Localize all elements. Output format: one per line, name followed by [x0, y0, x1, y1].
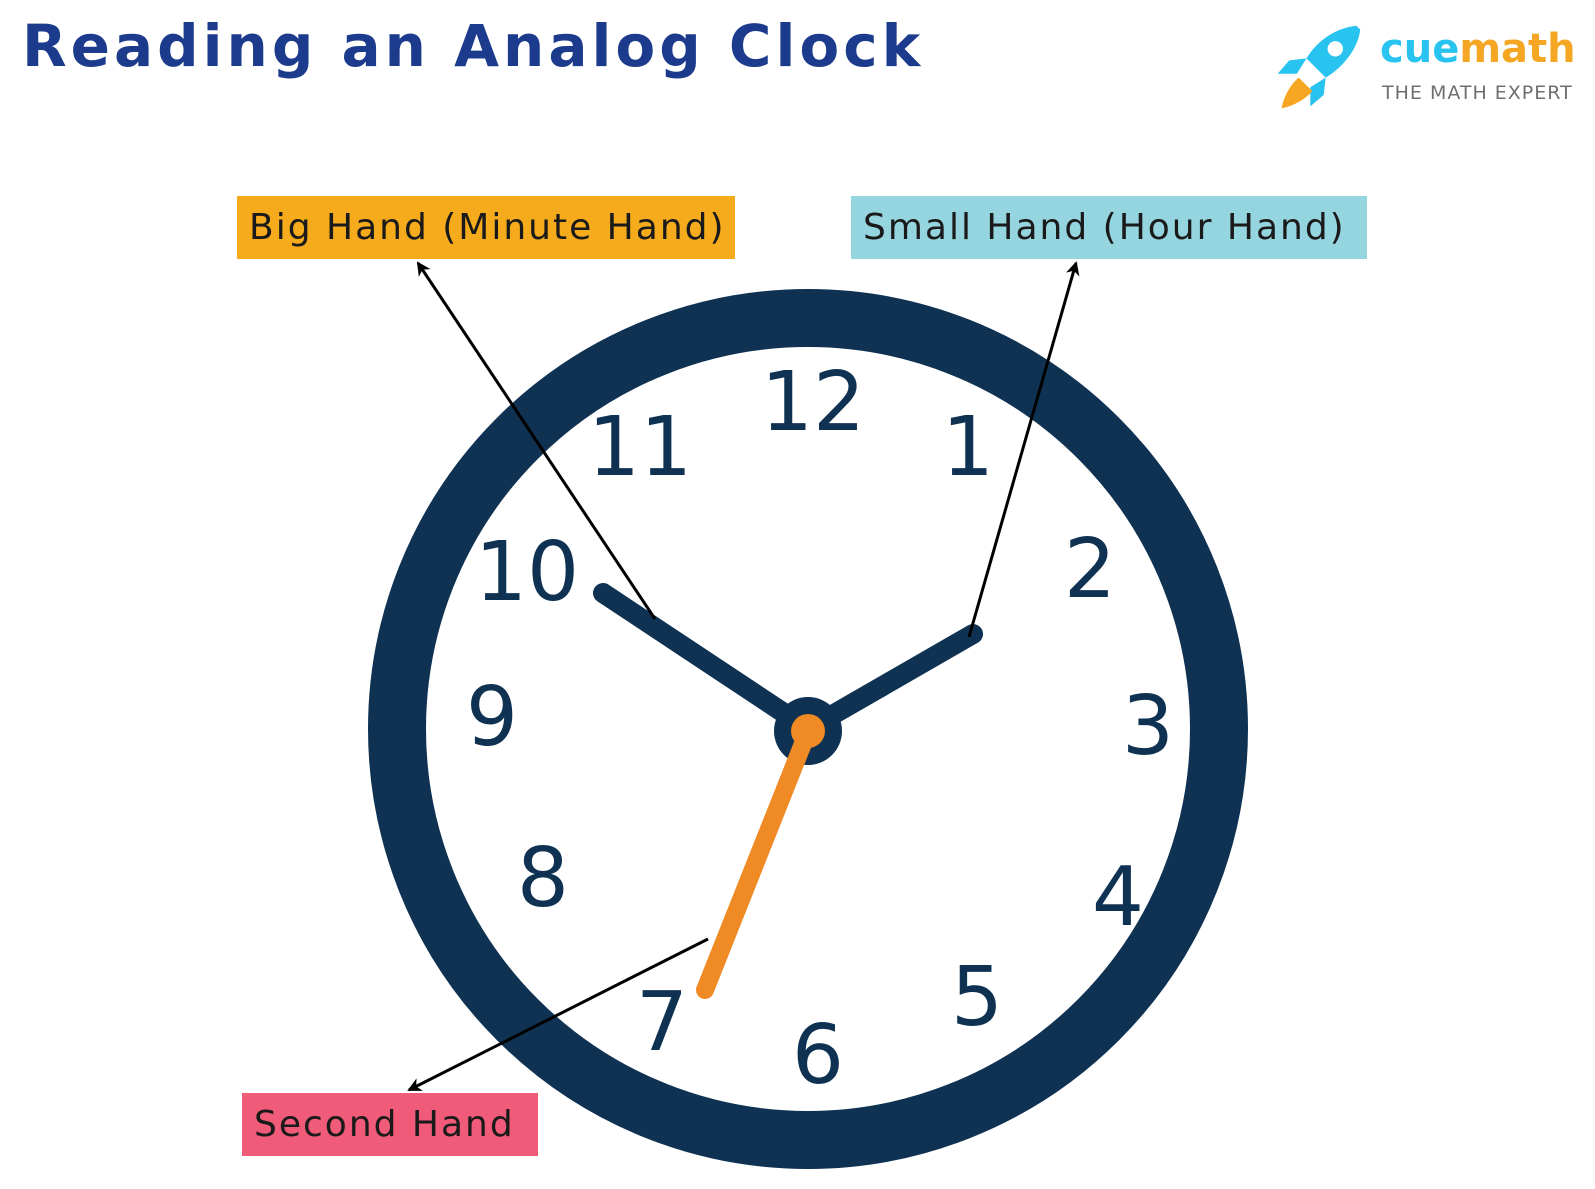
numeral-9: 9: [466, 670, 518, 765]
numeral-6: 6: [792, 1008, 844, 1103]
second-hand-pointer-arrow: [407, 937, 709, 1092]
numeral-3: 3: [1122, 679, 1174, 774]
numeral-4: 4: [1092, 850, 1144, 945]
second-hand-pivot: [791, 714, 825, 748]
logo-word-primary: cue: [1380, 26, 1460, 72]
second-hand: [696, 722, 817, 999]
numeral-11: 11: [588, 400, 692, 495]
rocket-icon: [1277, 25, 1361, 109]
logo-tagline: THE MATH EXPERT: [1382, 82, 1573, 104]
cuemath-logo: cuemath THE MATH EXPERT: [1270, 18, 1580, 118]
numeral-10: 10: [475, 525, 579, 620]
logo-word-accent: math: [1459, 26, 1576, 72]
minute-hand: [593, 583, 818, 739]
hour-hand-pointer-arrow: [967, 261, 1080, 638]
logo-wordmark: cuemath: [1380, 26, 1576, 72]
minute-hand-label: Big Hand (Minute Hand): [237, 196, 735, 259]
hour-hand-label: Small Hand (Hour Hand): [851, 196, 1367, 259]
numeral-2: 2: [1064, 522, 1116, 617]
numeral-8: 8: [517, 831, 569, 926]
page-title: Reading an Analog Clock: [22, 12, 925, 80]
numeral-7: 7: [636, 975, 688, 1070]
second-hand-label: Second Hand: [242, 1093, 538, 1156]
numeral-5: 5: [951, 950, 1003, 1045]
minute-hand-pointer-arrow: [416, 261, 657, 620]
numeral-1: 1: [942, 400, 994, 495]
clock-numerals: 12 1 2 3 4 5 6 7 8 9 10 11: [466, 355, 1174, 1103]
numeral-12: 12: [761, 355, 865, 450]
